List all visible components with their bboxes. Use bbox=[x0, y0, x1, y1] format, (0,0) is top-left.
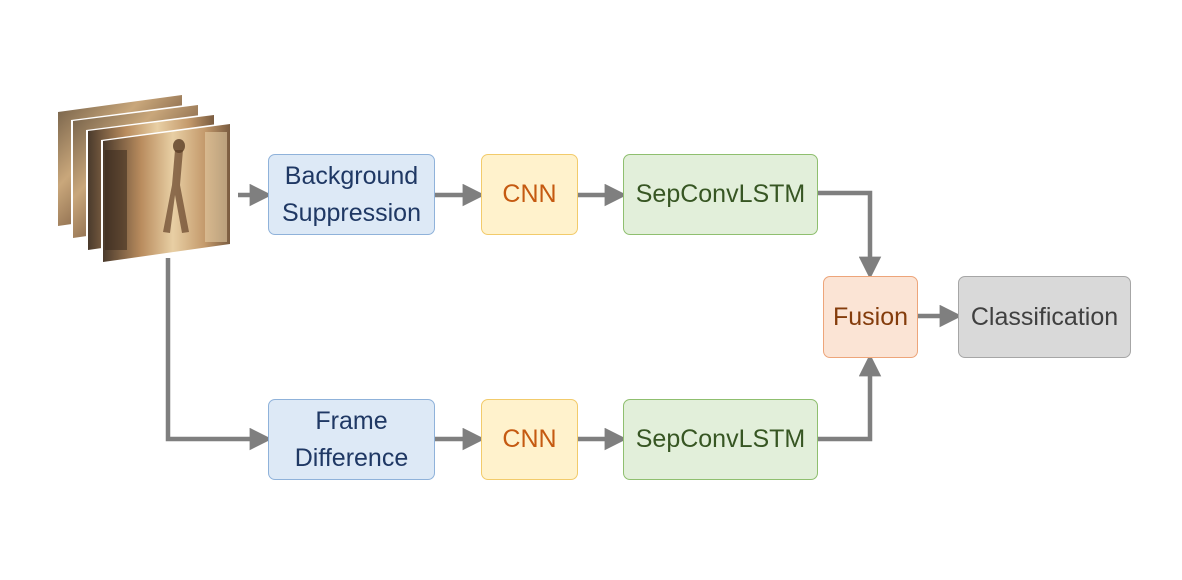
arrow-sepconvlstm-top-to-fusion bbox=[818, 190, 882, 280]
frame-difference-label-line-2: Difference bbox=[294, 443, 409, 472]
frame-4 bbox=[101, 122, 232, 264]
sepconvlstm-label-bottom: SepConvLSTM bbox=[635, 425, 806, 453]
fusion-box: Fusion bbox=[823, 276, 918, 358]
sepconvlstm-box-bottom: SepConvLSTM bbox=[623, 399, 818, 480]
background-suppression-label-line-2: Suppression bbox=[282, 198, 421, 227]
fusion-label: Fusion bbox=[832, 302, 909, 331]
video-frame-stack-icon bbox=[56, 93, 232, 264]
frame-difference-label-line-1: Frame bbox=[315, 406, 388, 435]
sepconvlstm-label-top: SepConvLSTM bbox=[635, 180, 806, 208]
cnn-box-bottom: CNN bbox=[481, 399, 578, 480]
frame-difference-box: Frame Difference bbox=[268, 399, 435, 480]
background-suppression-box: Background Suppression bbox=[268, 154, 435, 235]
background-suppression-label-line-1: Background bbox=[284, 161, 419, 190]
classification-label: Classification bbox=[970, 302, 1119, 331]
cnn-label-bottom: CNN bbox=[502, 425, 557, 453]
cnn-label-top: CNN bbox=[502, 180, 557, 208]
sepconvlstm-box-top: SepConvLSTM bbox=[623, 154, 818, 235]
classification-box: Classification bbox=[958, 276, 1131, 358]
arrow-frames-to-frame-difference bbox=[165, 258, 273, 451]
cnn-box-top: CNN bbox=[481, 154, 578, 235]
arrow-sepconvlstm-bottom-to-fusion bbox=[818, 353, 882, 442]
